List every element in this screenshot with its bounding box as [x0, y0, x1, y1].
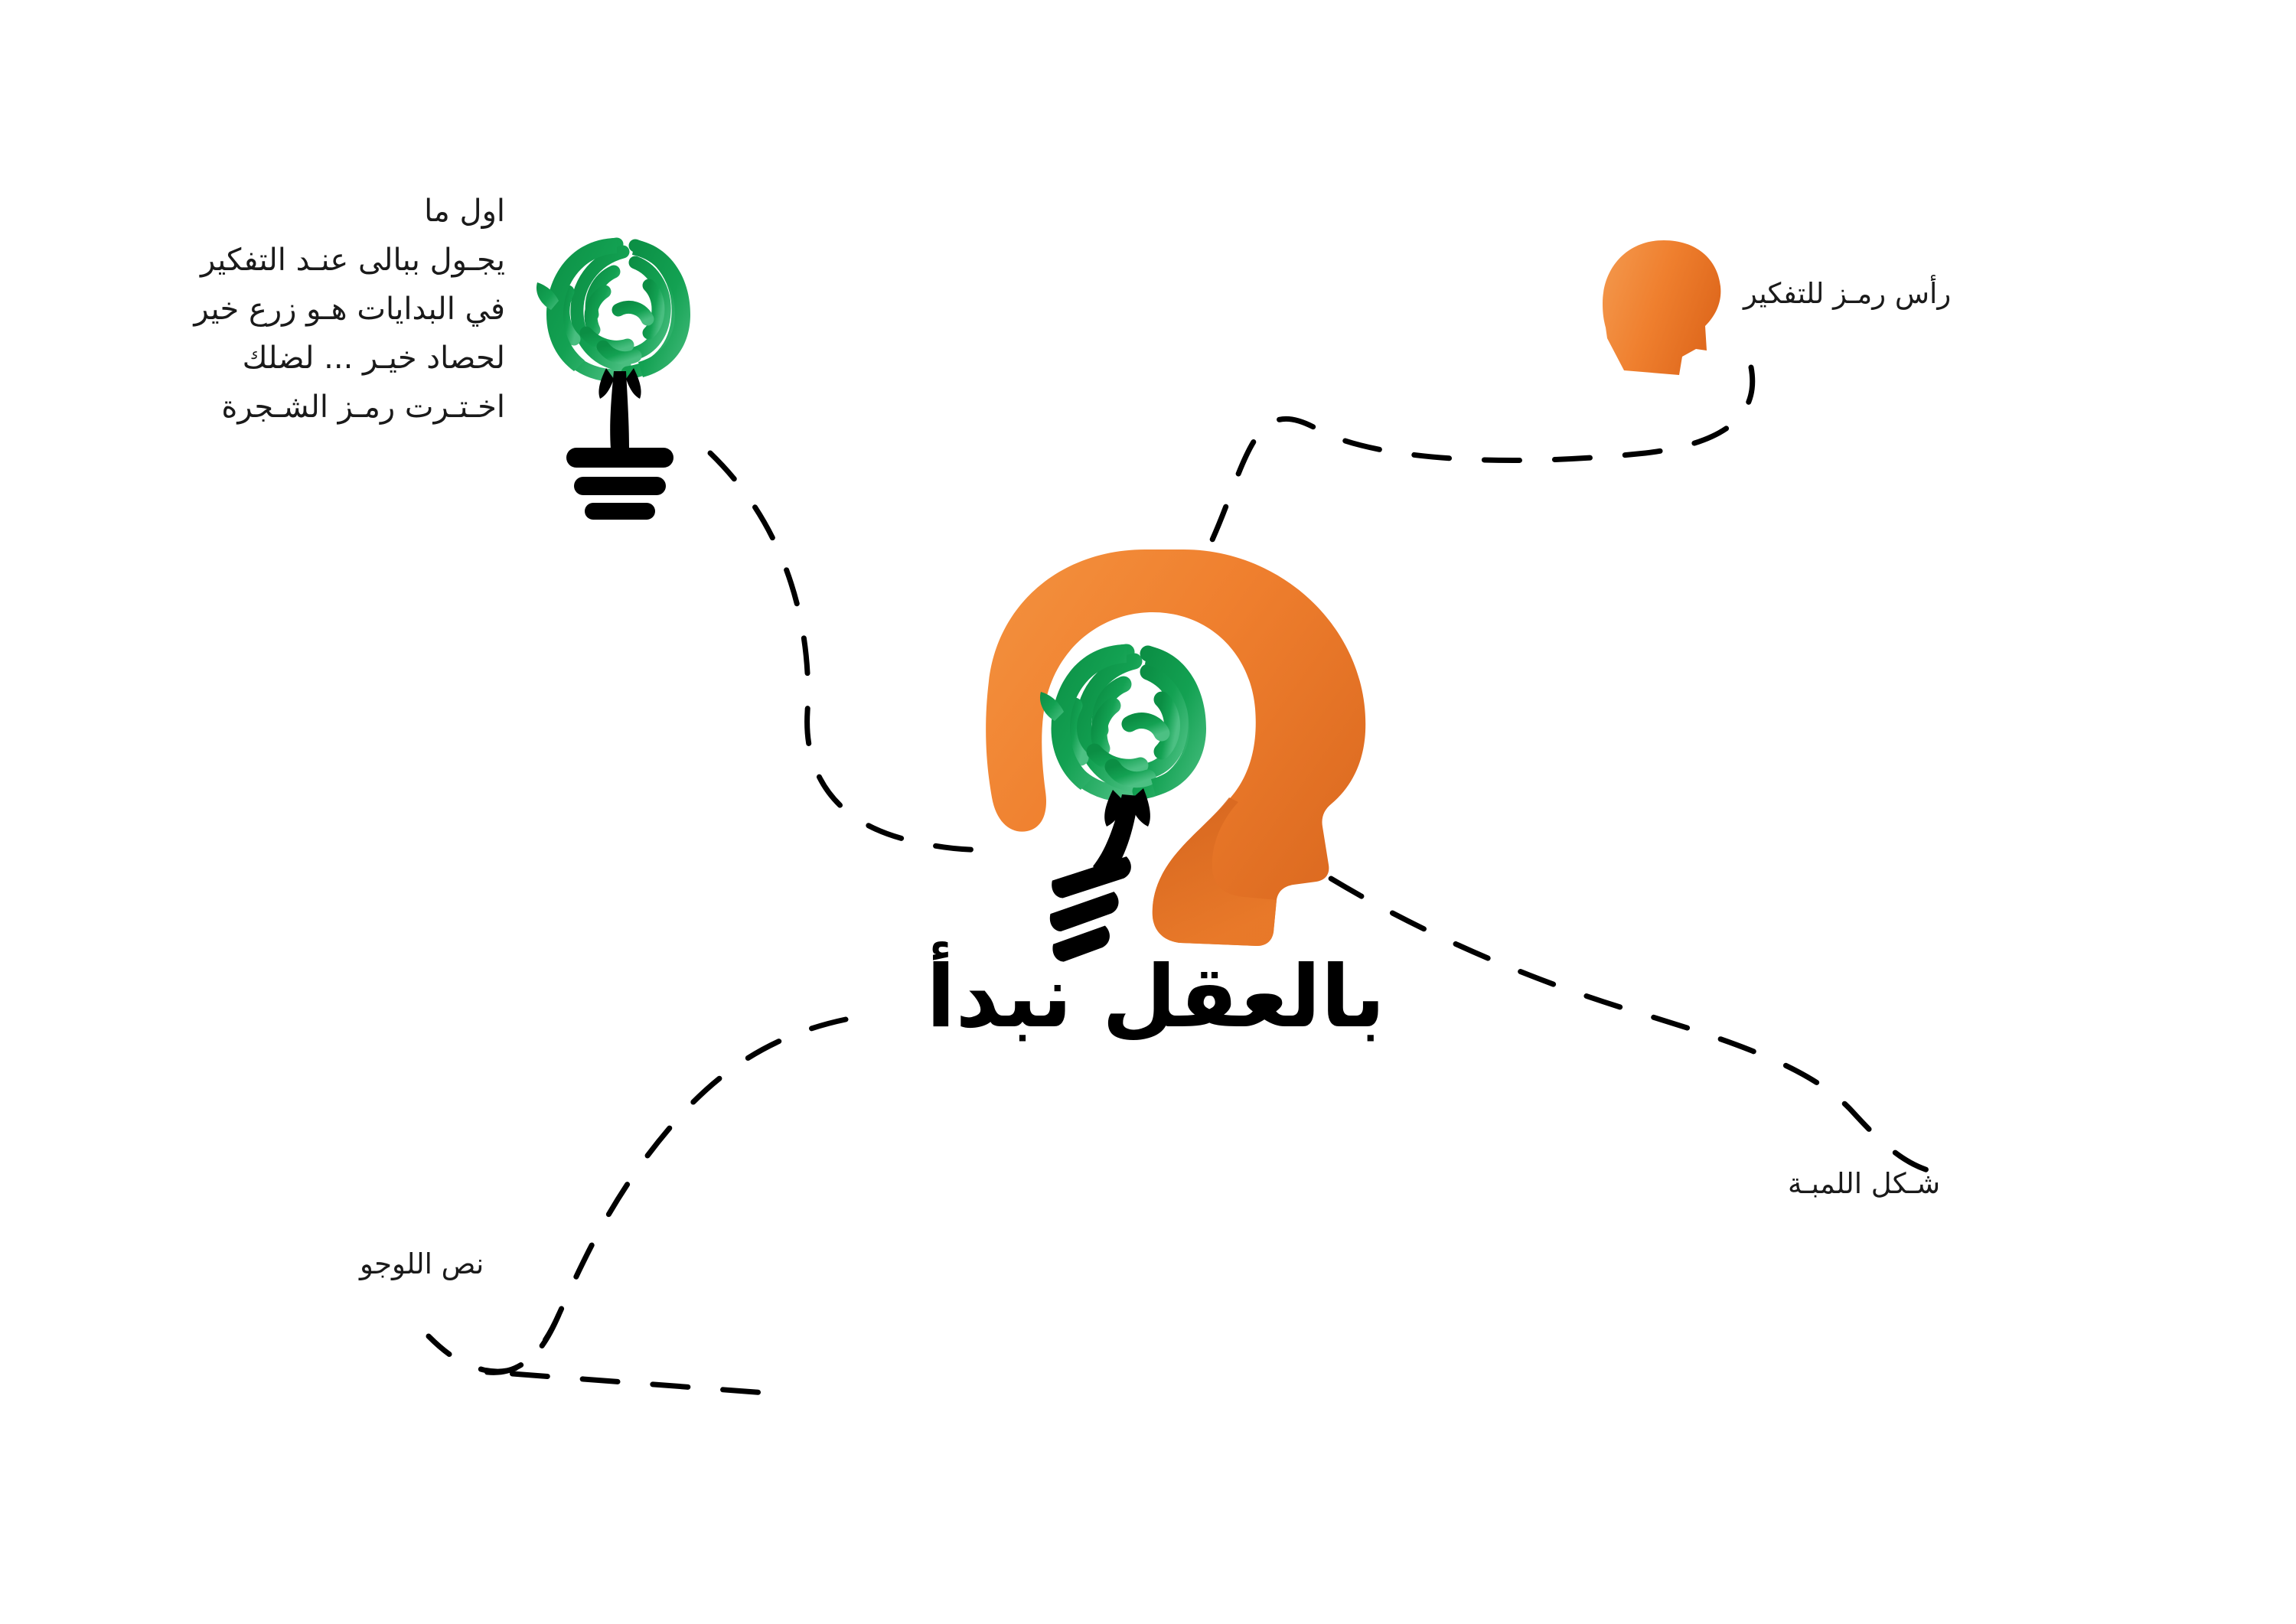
head-silhouette-icon: [1590, 236, 1747, 381]
logo-wordmark: بالعقل نبدأ: [926, 947, 1385, 1047]
tree-bulb-icon: [520, 218, 712, 532]
idea-paragraph-line-5: اخـتـرت رمـز الشـجرة: [221, 390, 505, 425]
main-logo-graphic: [957, 528, 1385, 972]
idea-paragraph-line-3: في البدايات هـو زرع خير: [194, 292, 505, 327]
idea-paragraph-line-4: لحصاد خيـر ... لضلك: [242, 341, 505, 376]
connector-logo-to-text-label: [481, 1016, 849, 1396]
idea-paragraph-line-1: اول ما: [424, 194, 505, 229]
label-bulb-shape: شـكل اللمبـة: [1788, 1167, 1941, 1200]
connector-logo-to-text-label-tail: [426, 1312, 562, 1375]
idea-paragraph: اول ما يجـول ببالى عنـد التفكير في البدا…: [107, 187, 505, 432]
label-head-symbol: رأس رمـز للتفكير: [1743, 277, 1952, 310]
label-logo-text: نص اللوجو: [360, 1247, 484, 1280]
idea-paragraph-line-2: يجـول ببالى عنـد التفكير: [201, 243, 505, 278]
